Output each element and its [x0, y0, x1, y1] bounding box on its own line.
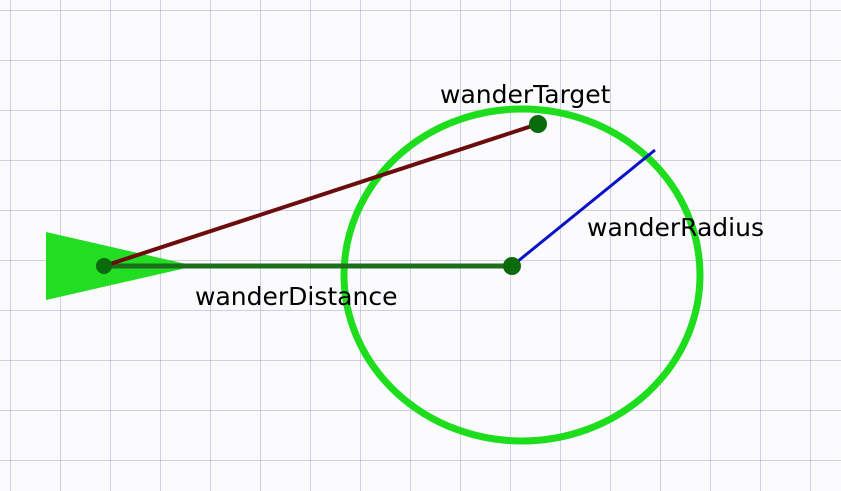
wander-radius-label: wanderRadius	[587, 213, 764, 242]
wander-radius-line	[511, 148, 656, 268]
wander-target-line	[103, 122, 539, 268]
agent-position-point	[96, 258, 112, 274]
wander-target-label: wanderTarget	[440, 80, 611, 109]
wander-target-point	[529, 115, 547, 133]
circle-center-point	[503, 257, 521, 275]
wander-circle	[340, 105, 704, 445]
wander-distance-label: wanderDistance	[195, 282, 397, 311]
